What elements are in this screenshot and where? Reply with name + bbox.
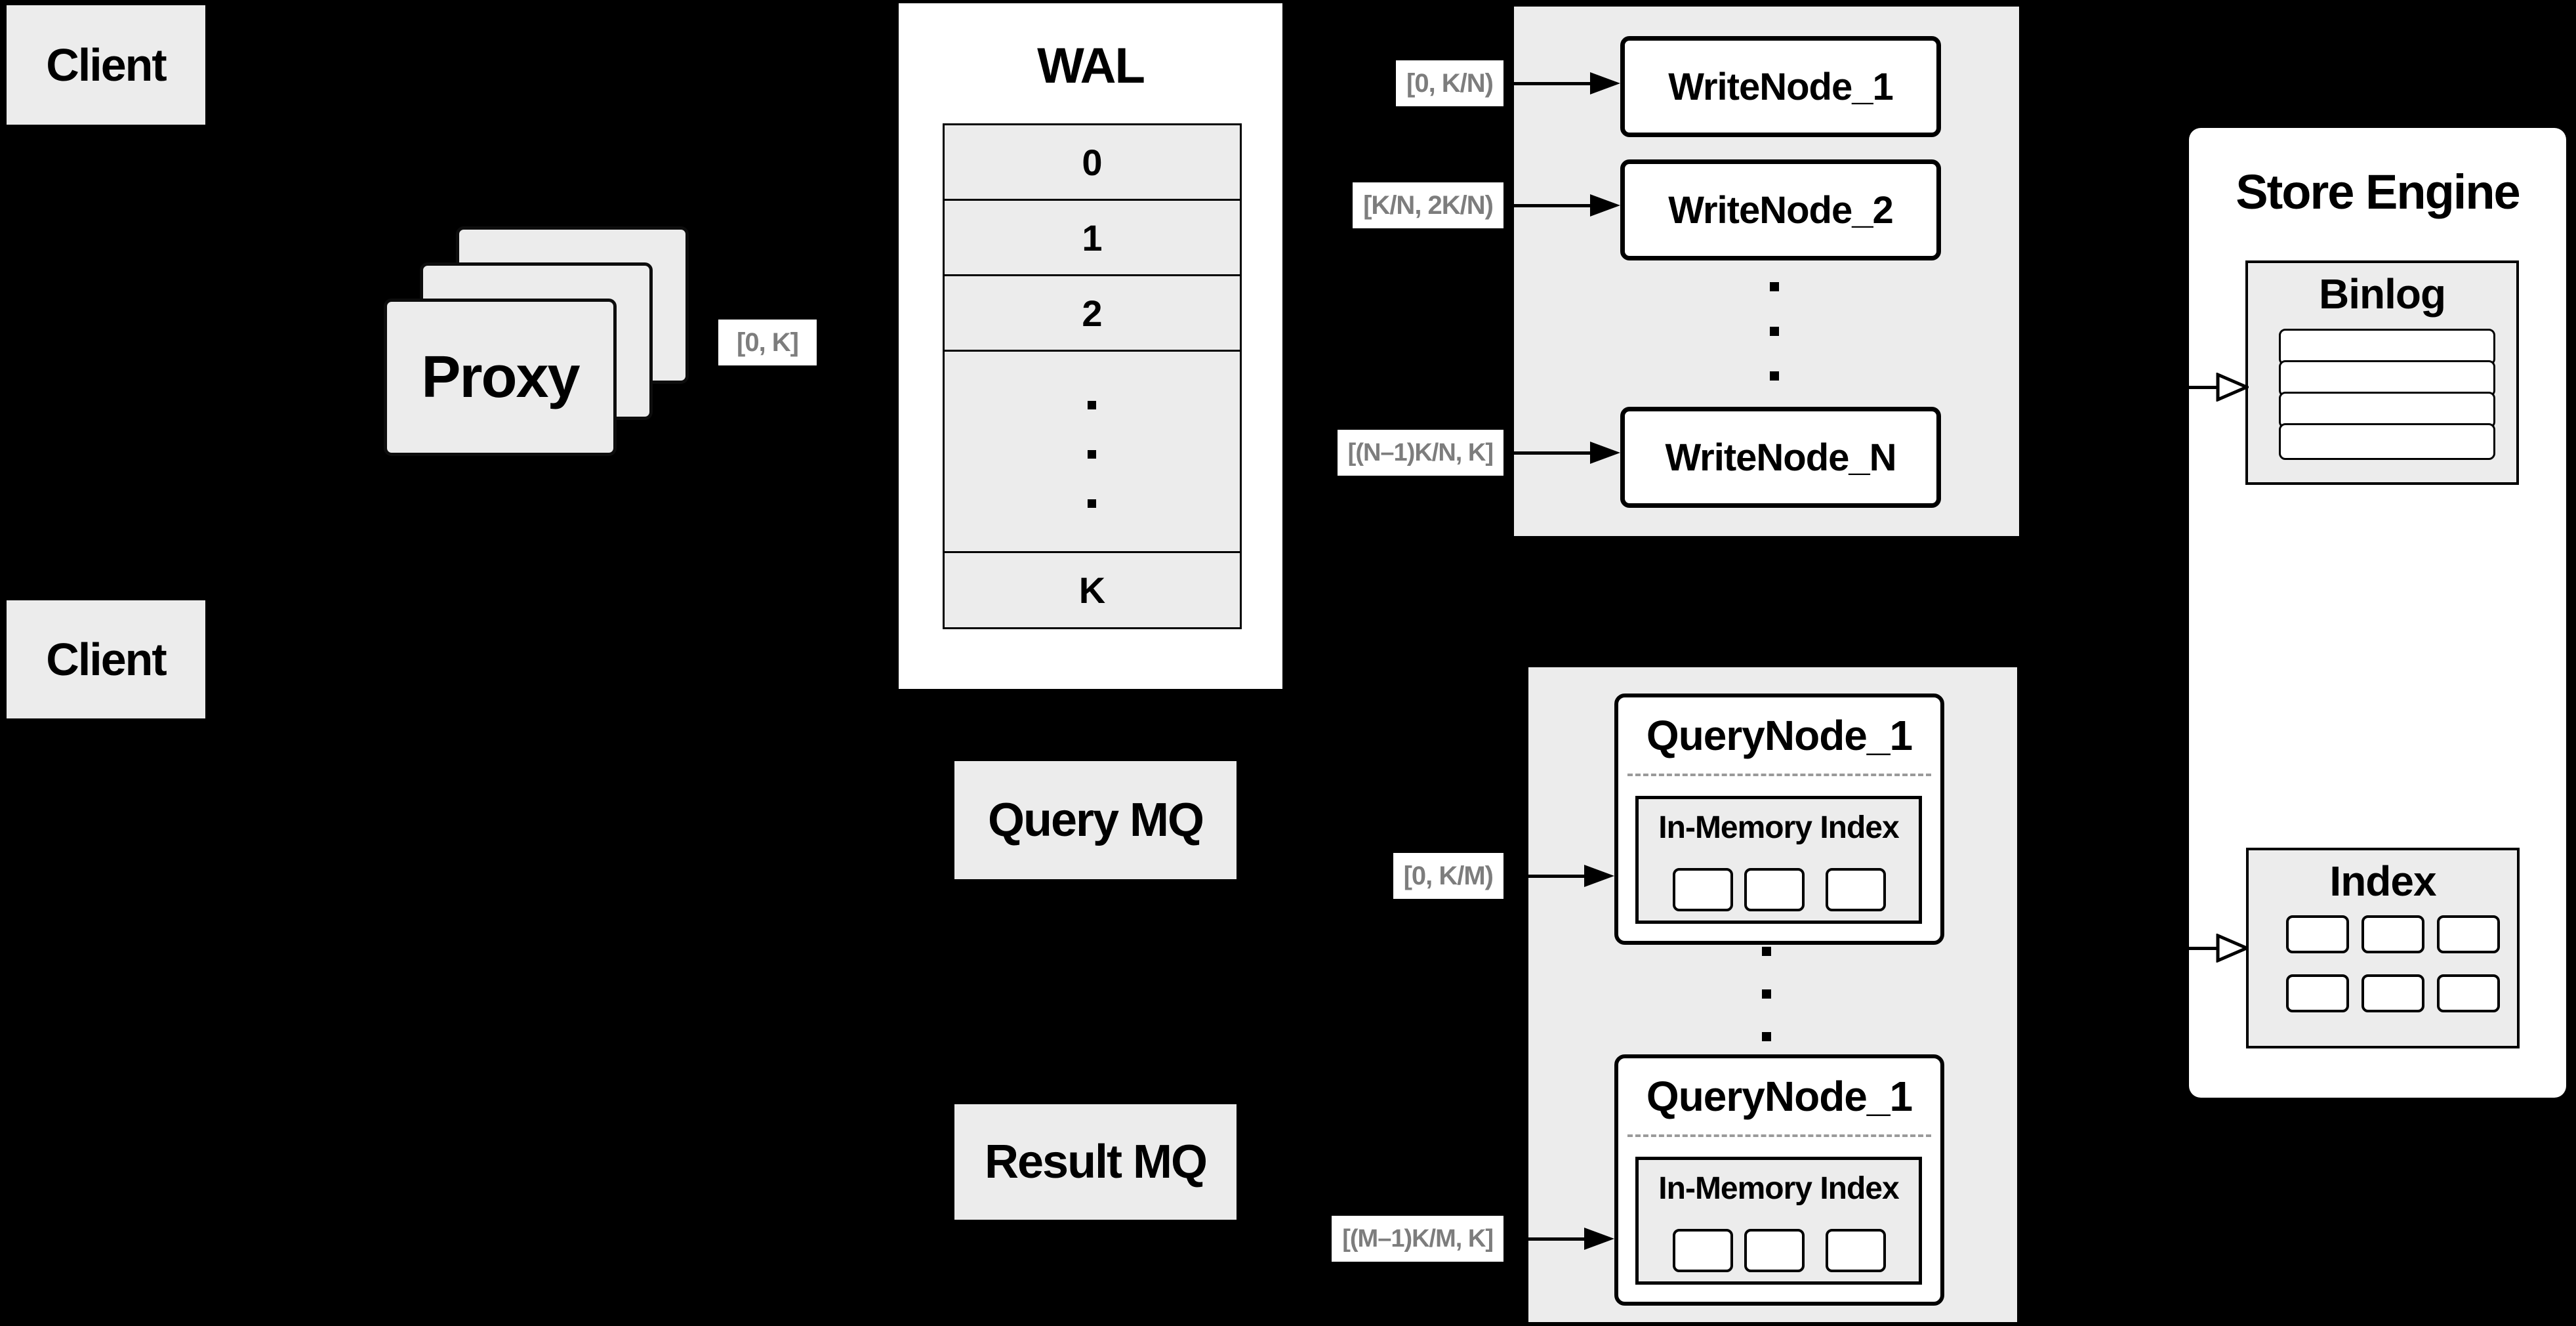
ellipsis-dot xyxy=(1762,947,1771,956)
wal-row-0-label: 0 xyxy=(1082,141,1103,183)
range-label-proxy-wal: [0, K] xyxy=(718,320,817,365)
index-cell xyxy=(1673,1229,1733,1272)
arrow-line xyxy=(2125,947,2217,950)
query-mq-box: Query MQ xyxy=(954,761,1237,879)
query-node-2-title: QueryNode_1 xyxy=(1646,1073,1913,1120)
wal-box: WAL 0 1 2 K xyxy=(899,3,1282,689)
range-label-querynode-2-text: [(M–1)K/M, K] xyxy=(1342,1224,1494,1253)
binlog-box: Binlog xyxy=(2245,260,2519,485)
ellipsis-dot xyxy=(1088,499,1096,508)
arrow-head-icon xyxy=(1590,194,1620,217)
write-node-1-box: WriteNode_1 xyxy=(1620,36,1941,137)
wal-row-2: 2 xyxy=(945,274,1240,350)
range-label-querynode-2: [(M–1)K/M, K] xyxy=(1332,1216,1503,1262)
arrow-head-icon xyxy=(1584,865,1614,887)
client-top-box: Client xyxy=(7,5,205,125)
ellipsis-dot xyxy=(1762,989,1771,999)
arrow-line xyxy=(1503,1237,1584,1241)
in-memory-index-title: In-Memory Index xyxy=(1658,1171,1899,1206)
in-memory-index-box: In-Memory Index xyxy=(1635,796,1922,924)
client-bottom-label: Client xyxy=(46,634,167,685)
wal-row-k-label: K xyxy=(1078,570,1106,611)
write-node-n-label: WriteNode_N xyxy=(1665,436,1896,479)
store-engine-box: Store Engine Binlog Index xyxy=(2189,128,2566,1098)
range-label-writenode-n: [(N–1)K/N, K] xyxy=(1337,430,1503,476)
arrow-line xyxy=(1503,204,1590,207)
open-arrow-head-icon xyxy=(2216,373,2249,402)
dashed-divider xyxy=(1627,774,1931,776)
dashed-divider xyxy=(1627,1134,1931,1137)
wal-title: WAL xyxy=(1037,38,1145,94)
client-bottom-box: Client xyxy=(7,600,205,718)
proxy-box: Proxy xyxy=(384,299,617,456)
range-label-writenode-2: [K/N, 2K/N) xyxy=(1353,182,1503,228)
in-memory-index-title: In-Memory Index xyxy=(1658,810,1899,845)
ellipsis-dot xyxy=(1088,450,1096,459)
ellipsis-dot xyxy=(1770,282,1779,291)
range-label-writenode-2-text: [K/N, 2K/N) xyxy=(1363,190,1494,220)
result-mq-label: Result MQ xyxy=(984,1136,1208,1188)
arrow-line xyxy=(1503,875,1584,878)
wal-row-1: 1 xyxy=(945,199,1240,274)
arrow-line xyxy=(2125,386,2217,389)
write-node-2-label: WriteNode_2 xyxy=(1668,188,1893,232)
range-label-querynode-1-text: [0, K/M) xyxy=(1403,861,1494,890)
arrow-head-icon xyxy=(1590,442,1620,464)
arrow-head-icon xyxy=(1584,1228,1614,1250)
proxy-label: Proxy xyxy=(421,344,580,410)
range-label-writenode-1-text: [0, K/N) xyxy=(1406,68,1494,98)
index-cell xyxy=(2286,915,2349,953)
wal-row-0: 0 xyxy=(945,125,1240,199)
arrow-line xyxy=(1503,82,1590,85)
index-cell xyxy=(1673,868,1733,911)
write-node-n-box: WriteNode_N xyxy=(1620,407,1941,508)
ellipsis-dot xyxy=(1770,371,1779,381)
in-memory-index-box: In-Memory Index xyxy=(1635,1157,1922,1285)
index-cell xyxy=(2437,974,2500,1012)
index-cell xyxy=(2361,915,2424,953)
range-label-writenode-1: [0, K/N) xyxy=(1396,60,1503,106)
index-cell xyxy=(2437,915,2500,953)
index-cell xyxy=(1744,1229,1805,1272)
query-node-1-box: QueryNode_1 In-Memory Index xyxy=(1614,694,1944,945)
index-cell xyxy=(1826,868,1886,911)
wal-row-2-label: 2 xyxy=(1082,292,1103,334)
range-label-proxy-wal-text: [0, K] xyxy=(737,327,799,357)
index-cell xyxy=(1744,868,1805,911)
write-node-2-box: WriteNode_2 xyxy=(1620,159,1941,260)
index-cell xyxy=(1826,1229,1886,1272)
query-node-2-box: QueryNode_1 In-Memory Index xyxy=(1614,1054,1944,1306)
query-mq-label: Query MQ xyxy=(987,794,1204,846)
wal-row-1-label: 1 xyxy=(1082,217,1103,259)
ellipsis-dot xyxy=(1762,1032,1771,1041)
index-title: Index xyxy=(2329,858,2436,905)
wal-row-ellipsis xyxy=(945,350,1240,551)
write-node-1-label: WriteNode_1 xyxy=(1668,65,1893,108)
wal-table: 0 1 2 K xyxy=(943,123,1242,629)
binlog-row xyxy=(2279,423,2495,460)
arrow-line xyxy=(1503,451,1590,455)
binlog-title: Binlog xyxy=(2318,270,2446,318)
index-cell xyxy=(2361,974,2424,1012)
client-top-label: Client xyxy=(46,39,167,91)
range-label-querynode-1: [0, K/M) xyxy=(1393,853,1503,899)
arrow-head-icon xyxy=(1590,72,1620,94)
range-label-writenode-n-text: [(N–1)K/N, K] xyxy=(1347,438,1494,466)
result-mq-box: Result MQ xyxy=(954,1104,1237,1220)
open-arrow-head-icon xyxy=(2216,934,2249,963)
query-node-1-title: QueryNode_1 xyxy=(1646,712,1913,759)
binlog-row xyxy=(2279,360,2495,397)
index-box: Index xyxy=(2246,848,2520,1048)
ellipsis-dot xyxy=(1088,401,1096,409)
store-engine-title: Store Engine xyxy=(2236,165,2520,219)
ellipsis-dot xyxy=(1770,327,1779,336)
wal-row-k: K xyxy=(945,551,1240,627)
index-cell xyxy=(2286,974,2349,1012)
